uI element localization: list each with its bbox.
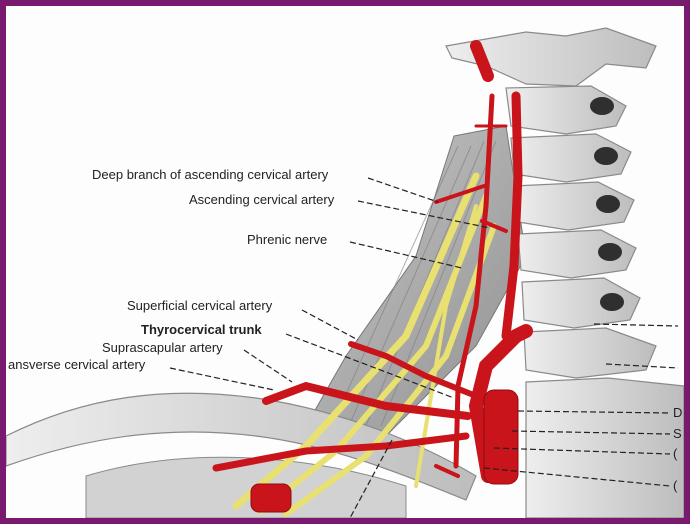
common-carotid	[483, 389, 519, 485]
leader-lines	[169, 177, 679, 518]
subclavian-cut	[250, 483, 292, 513]
arteries	[212, 40, 533, 483]
label-right-1: D	[673, 405, 683, 420]
label-right-3: (	[673, 446, 678, 461]
label-transverse-cervical-artery: ansverse cervical artery	[8, 357, 146, 372]
label-right-4: (	[673, 478, 678, 493]
label-phrenic-nerve: Phrenic nerve	[247, 232, 328, 247]
label-ascending-cervical-artery: Ascending cervical artery	[189, 192, 335, 207]
first-rib	[85, 456, 407, 518]
label-right-2: S	[673, 426, 682, 441]
label-thyrocervical-trunk: Thyrocervical trunk	[141, 322, 262, 337]
label-superficial-cervical-artery: Superficial cervical artery	[127, 298, 273, 313]
clavicle	[6, 392, 477, 501]
label-suprascapular-artery: Suprascapular artery	[102, 340, 223, 355]
label-deep-branch-ascending-cervical: Deep branch of ascending cervical artery	[92, 167, 329, 182]
cervical-vertebrae	[445, 27, 684, 518]
anatomy-illustration	[6, 27, 684, 518]
